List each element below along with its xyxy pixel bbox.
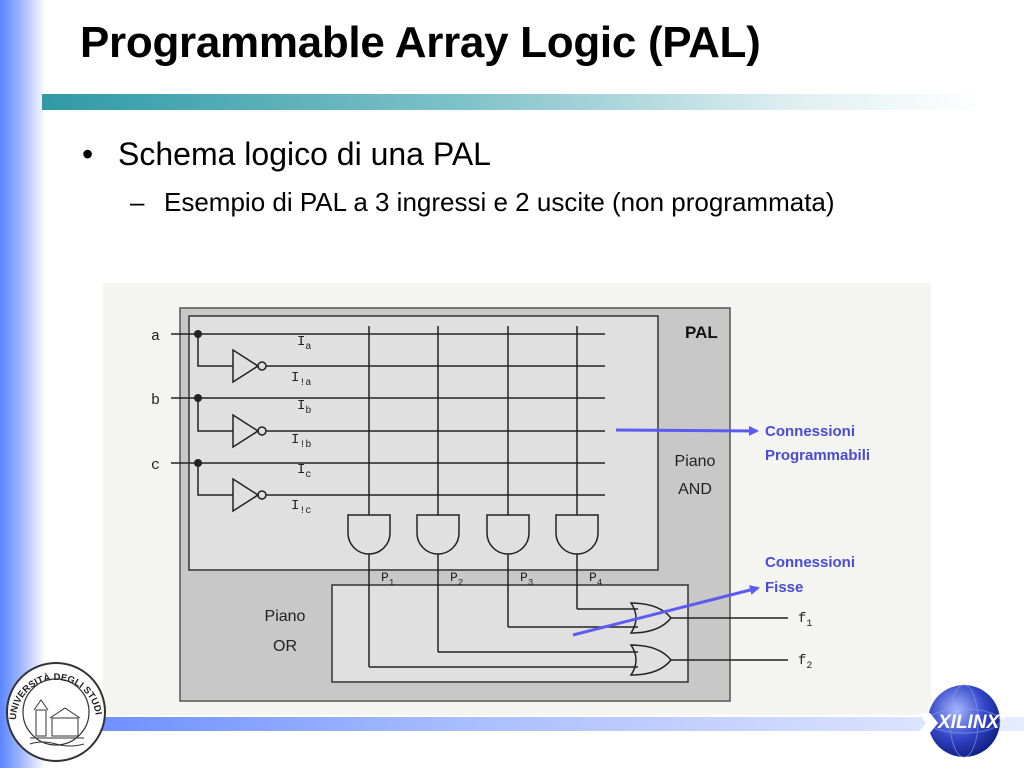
input-b-label: b <box>151 392 160 409</box>
fixed-label-2: Fisse <box>765 579 803 596</box>
literal-not-c-label: I!c <box>291 498 311 517</box>
title-underline <box>42 94 982 110</box>
sub-bullet-marker: – <box>130 187 145 217</box>
bullet-text: Schema logico di una PAL <box>118 136 491 172</box>
literal-not-a-label: I!a <box>291 370 311 389</box>
footer-bar <box>90 717 1024 731</box>
bullet-item: • Schema logico di una PAL <box>82 136 491 173</box>
or-plane-box <box>331 584 689 683</box>
product-p2-label: P2 <box>450 570 463 588</box>
programmable-arrow <box>615 425 759 436</box>
and-plane-box <box>188 315 659 571</box>
pal-label: PAL <box>685 323 718 342</box>
sub-bullet-item: –Esempio di PAL a 3 ingressi e 2 uscite … <box>130 187 835 218</box>
programmable-label-2: Programmabili <box>765 447 870 464</box>
programmable-label-1: Connessioni <box>765 423 855 440</box>
fixed-arrow <box>572 585 760 637</box>
university-seal-logo: UNIVERSITÀ DEGLI STUDI DI TRIESTE <box>0 652 110 769</box>
literal-ic-label: Ic <box>297 462 311 481</box>
left-accent-bar <box>0 0 46 768</box>
product-p1-label: P1 <box>381 570 394 588</box>
product-p4-label: P4 <box>589 570 602 588</box>
literal-not-b-label: I!b <box>291 432 311 451</box>
or-plane-label-2: OR <box>273 638 297 655</box>
bullet-marker: • <box>82 136 94 172</box>
output-f2-label: f2 <box>798 653 812 672</box>
input-a-label: a <box>151 328 160 345</box>
pal-diagram: PAL a b c <box>103 283 931 715</box>
literal-ia-label: Ia <box>297 334 311 353</box>
pal-schematic: PAL a b c <box>151 307 870 702</box>
and-plane-label-1: Piano <box>675 453 716 470</box>
xilinx-logo: XILINX® <box>912 683 1022 768</box>
literal-ib-label: Ib <box>297 398 311 417</box>
fixed-label-1: Connessioni <box>765 554 855 571</box>
sub-bullet-text: Esempio di PAL a 3 ingressi e 2 uscite (… <box>164 187 835 217</box>
output-f1-label: f1 <box>798 611 812 630</box>
or-plane-label-1: Piano <box>265 608 306 625</box>
xilinx-wordmark: XILINX® <box>937 712 1005 733</box>
and-plane-label-2: AND <box>678 481 712 498</box>
product-p3-label: P3 <box>520 570 533 588</box>
slide-title: Programmable Array Logic (PAL) <box>80 18 761 67</box>
input-c-label: c <box>151 457 160 474</box>
